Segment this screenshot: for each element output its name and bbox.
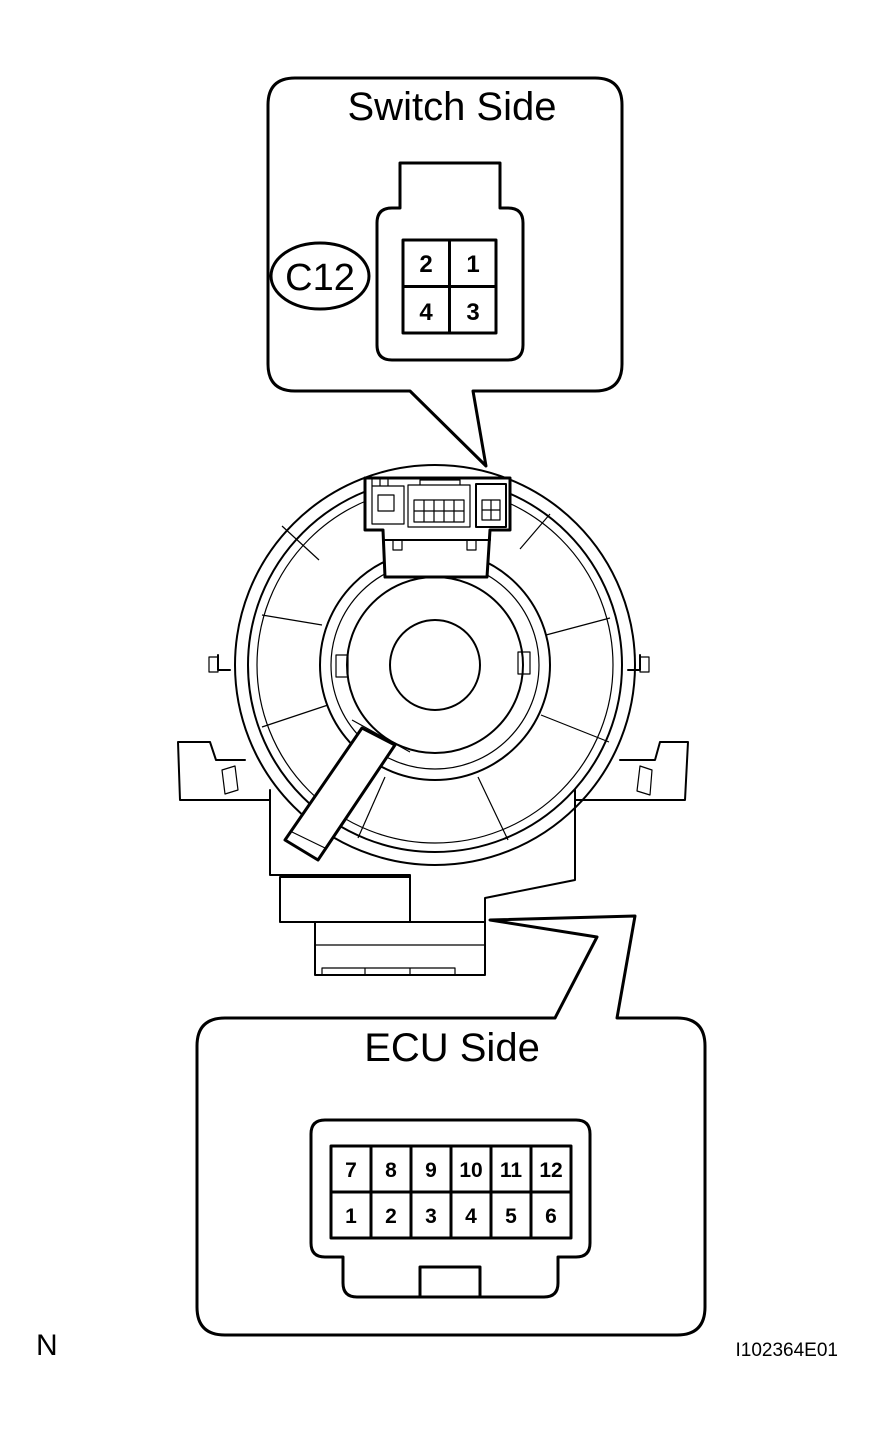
c12-plug: [475, 483, 507, 528]
ecu-connector-housing: [309, 1118, 592, 1299]
spiral-cable-body: [177, 464, 689, 976]
connector-code-label: C12: [285, 257, 355, 299]
ecu-connector-pin-grid: 7 8 9 10 11 12 1 2 3 4 5 6: [329, 1144, 573, 1240]
ecu-pin: 12: [539, 1159, 562, 1182]
ecu-pin: 9: [425, 1159, 437, 1182]
ecu-pin: 7: [345, 1159, 357, 1182]
view-direction-label: N: [36, 1329, 58, 1362]
ecu-pin: 2: [385, 1205, 397, 1228]
switch-pin: 2: [419, 251, 432, 278]
ecu-side-title: ECU Side: [364, 1026, 540, 1070]
ecu-pin: 8: [385, 1159, 397, 1182]
ecu-pin: 5: [505, 1205, 517, 1228]
lower-housing: [269, 789, 576, 923]
switch-connector-pin-grid: 2 1 4 3: [401, 238, 498, 335]
cable-outlet-tube: [283, 726, 397, 862]
switch-pin: 3: [466, 299, 479, 326]
ecu-side-callout: ECU Side 7 8 9 10 11 12 1 2 3 4 5 6: [195, 914, 707, 1337]
switch-pin: 4: [419, 299, 433, 326]
right-mounting-ear: [574, 741, 689, 801]
ecu-pin: 6: [545, 1205, 557, 1228]
switch-side-title: Switch Side: [348, 85, 557, 129]
figure-reference-id: I102364E01: [736, 1340, 839, 1361]
ecu-pin: 1: [345, 1205, 357, 1228]
ecu-pin: 11: [500, 1159, 523, 1182]
radial-ribs: [261, 513, 611, 841]
center-hub: [389, 619, 481, 711]
switch-side-callout: Switch Side 2 1 4 3 C12: [266, 76, 624, 468]
left-mounting-ear: [177, 741, 271, 801]
switch-connector-housing: [375, 161, 525, 362]
switch-pin: 1: [466, 251, 479, 278]
ecu-lock-tab: [418, 1265, 482, 1299]
ecu-pin: 3: [425, 1205, 437, 1228]
ecu-pin: 4: [465, 1205, 477, 1228]
connector-code-oval: [269, 241, 371, 311]
ecu-pin: 10: [459, 1159, 482, 1182]
